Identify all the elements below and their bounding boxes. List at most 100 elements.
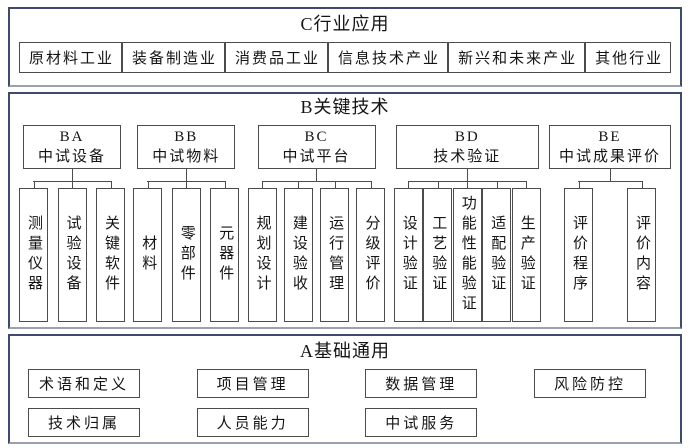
technology-item-label: 功能性能验证 bbox=[459, 195, 476, 315]
group-children-row: 设计验证工艺验证功能性能验证适配验证生产验证 bbox=[393, 181, 541, 322]
section-key-technologies: B关键技术 BA 中试设备测量仪器试验设备关键软件 BB 中试物料材料 零部件 元器件 BC… bbox=[8, 92, 682, 329]
connector-branch: 工艺验证 bbox=[423, 181, 453, 322]
group-code: BA bbox=[59, 129, 85, 145]
connector-branch: 适配验证 bbox=[482, 181, 512, 322]
general-box: 术语和定义 bbox=[28, 369, 140, 398]
industry-box: 信息技术产业 bbox=[328, 42, 449, 73]
connector-stem bbox=[185, 169, 187, 181]
connector-branch: 测量仪器 bbox=[19, 181, 48, 322]
connector-branch: 材料 bbox=[133, 181, 163, 322]
technology-item-label: 设计验证 bbox=[400, 215, 417, 295]
group-children-row: 评价程序 评价内容 bbox=[564, 181, 656, 322]
connector-branch: 建设验收 bbox=[283, 181, 313, 322]
technology-item-box: 材料 bbox=[133, 188, 163, 322]
technology-item-box: 关键软件 bbox=[96, 188, 125, 322]
general-box: 人员能力 bbox=[196, 408, 309, 437]
technology-item-label: 材料 bbox=[140, 235, 157, 275]
group-name: 技术验证 bbox=[433, 149, 502, 165]
technology-item-box: 零部件 bbox=[171, 188, 201, 322]
general-box: 技术归属 bbox=[28, 408, 140, 437]
pilot-test-classification-diagram: C行业应用 原材料工业装备制造业消费品工业信息技术产业新兴和未来产业其他行业 B… bbox=[8, 7, 682, 444]
section-industry-applications: C行业应用 原材料工业装备制造业消费品工业信息技术产业新兴和未来产业其他行业 bbox=[8, 7, 682, 87]
technology-item-box: 适配验证 bbox=[482, 188, 512, 322]
group-children-row: 测量仪器试验设备关键软件 bbox=[19, 181, 125, 322]
technology-item-box: 评价程序 bbox=[564, 188, 593, 322]
technology-item-label: 元器件 bbox=[217, 225, 234, 285]
group-code: BC bbox=[304, 129, 329, 145]
technology-group: BD 技术验证设计验证工艺验证功能性能验证适配验证生产验证 bbox=[393, 125, 541, 322]
technology-item-box: 功能性能验证 bbox=[452, 188, 482, 322]
connector-stem bbox=[71, 169, 73, 181]
group-code: BE bbox=[598, 129, 622, 145]
connector-branch: 生产验证 bbox=[511, 181, 541, 322]
technology-item-label: 测量仪器 bbox=[26, 215, 42, 295]
technology-item-box: 测量仪器 bbox=[19, 188, 48, 322]
group-code: BD bbox=[454, 129, 480, 145]
group-header-box: BB 中试物料 bbox=[137, 125, 236, 169]
industry-box: 新兴和未来产业 bbox=[448, 42, 586, 73]
technology-item-box: 设计验证 bbox=[393, 188, 423, 322]
group-header-box: BE 中试成果评价 bbox=[549, 125, 671, 169]
technology-group: BB 中试物料材料 零部件 元器件 bbox=[133, 125, 240, 322]
section-b-title: B关键技术 bbox=[300, 97, 390, 117]
connector-stem bbox=[466, 169, 468, 181]
technology-item-label: 分级评价 bbox=[363, 215, 380, 295]
general-box: 风险防控 bbox=[533, 369, 646, 398]
technology-item-label: 零部件 bbox=[178, 225, 195, 285]
general-box: 数据管理 bbox=[365, 369, 478, 398]
group-name: 中试平台 bbox=[282, 149, 351, 165]
connector-branch: 关键软件 bbox=[96, 181, 125, 322]
technology-item-box: 建设验收 bbox=[283, 188, 313, 322]
technology-item-box: 试验设备 bbox=[57, 188, 87, 322]
technology-group: BC 中试平台规划设计 建设验收 运行管理 分级评价 bbox=[247, 125, 386, 322]
industry-boxes-row: 原材料工业装备制造业消费品工业信息技术产业新兴和未来产业其他行业 bbox=[10, 42, 680, 73]
connector-branch: 试验设备 bbox=[57, 181, 87, 322]
general-box: 项目管理 bbox=[196, 369, 309, 398]
connector-stem bbox=[609, 169, 611, 181]
technology-item-box: 评价内容 bbox=[627, 188, 656, 322]
technology-item-box: 生产验证 bbox=[511, 188, 541, 322]
industry-box: 其他行业 bbox=[585, 42, 672, 73]
group-header-box: BA 中试设备 bbox=[23, 125, 121, 169]
group-header-box: BD 技术验证 bbox=[395, 125, 539, 169]
connector-branch: 零部件 bbox=[171, 181, 201, 322]
group-name: 中试设备 bbox=[37, 149, 106, 165]
technology-item-box: 元器件 bbox=[210, 188, 240, 322]
industry-box: 原材料工业 bbox=[19, 42, 123, 73]
connector-branch: 元器件 bbox=[210, 181, 240, 322]
section-c-title: C行业应用 bbox=[300, 14, 390, 34]
group-children-row: 材料 零部件 元器件 bbox=[133, 181, 240, 322]
section-a-title: A基础通用 bbox=[300, 341, 390, 361]
technology-groups-row: BA 中试设备测量仪器试验设备关键软件 BB 中试物料材料 零部件 元器件 BC 中试平台规划… bbox=[10, 125, 680, 322]
technology-item-label: 运行管理 bbox=[327, 215, 344, 295]
group-code: BB bbox=[174, 129, 199, 145]
section-basic-general: A基础通用 术语和定义 项目管理 数据管理 风险防控技术归属 人员能力 中试服务 bbox=[8, 334, 682, 444]
connector-branch: 功能性能验证 bbox=[452, 181, 482, 322]
technology-group: BA 中试设备测量仪器试验设备关键软件 bbox=[19, 125, 125, 322]
technology-item-label: 评价程序 bbox=[571, 215, 587, 295]
connector-branch: 分级评价 bbox=[356, 181, 386, 322]
industry-box: 装备制造业 bbox=[122, 42, 226, 73]
general-box: 中试服务 bbox=[365, 408, 478, 437]
group-name: 中试成果评价 bbox=[558, 149, 661, 165]
technology-item-label: 评价内容 bbox=[634, 215, 650, 295]
technology-item-label: 规划设计 bbox=[254, 215, 271, 295]
technology-group: BE 中试成果评价评价程序 评价内容 bbox=[549, 125, 671, 322]
technology-item-box: 分级评价 bbox=[356, 188, 386, 322]
technology-item-box: 运行管理 bbox=[320, 188, 350, 322]
group-children-row: 规划设计 建设验收 运行管理 分级评价 bbox=[247, 181, 386, 322]
connector-branch: 评价程序 bbox=[564, 181, 593, 322]
general-boxes-grid: 术语和定义 项目管理 数据管理 风险防控技术归属 人员能力 中试服务 bbox=[10, 369, 680, 437]
technology-item-box: 工艺验证 bbox=[423, 188, 453, 322]
group-header-box: BC 中试平台 bbox=[257, 125, 376, 169]
technology-item-label: 生产验证 bbox=[518, 215, 535, 295]
connector-branch: 规划设计 bbox=[247, 181, 277, 322]
connector-branch: 运行管理 bbox=[320, 181, 350, 322]
technology-item-label: 关键软件 bbox=[103, 215, 119, 295]
group-name: 中试物料 bbox=[152, 149, 221, 165]
technology-item-label: 建设验收 bbox=[290, 215, 307, 295]
technology-item-box: 规划设计 bbox=[247, 188, 277, 322]
connector-stem bbox=[316, 169, 317, 181]
connector-branch: 设计验证 bbox=[393, 181, 423, 322]
connector-branch: 评价内容 bbox=[627, 181, 656, 322]
